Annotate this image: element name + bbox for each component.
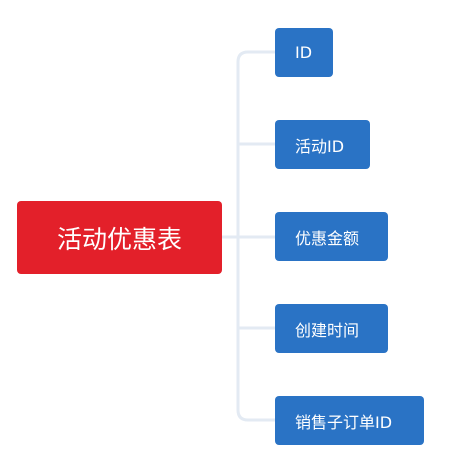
- connector-branch-id: [236, 50, 275, 237]
- root-node-activity-discount-table[interactable]: 活动优惠表: [17, 201, 222, 274]
- child-node-label: 销售子订单ID: [295, 412, 393, 432]
- child-node-created-time[interactable]: 创建时间: [275, 304, 388, 353]
- child-node-label: 创建时间: [295, 320, 360, 340]
- child-node-activity-id[interactable]: 活动ID: [275, 120, 370, 169]
- root-node-label: 活动优惠表: [56, 224, 182, 254]
- child-node-sales-sub-order-id[interactable]: 销售子订单ID: [275, 396, 424, 445]
- child-node-label: 优惠金额: [295, 228, 360, 248]
- child-node-label: ID: [295, 43, 313, 62]
- child-node-discount-amount[interactable]: 优惠金额: [275, 212, 388, 261]
- child-node-label: 活动ID: [295, 136, 345, 156]
- connector-branch-sub-order-id: [236, 237, 275, 422]
- child-node-id[interactable]: ID: [275, 28, 333, 77]
